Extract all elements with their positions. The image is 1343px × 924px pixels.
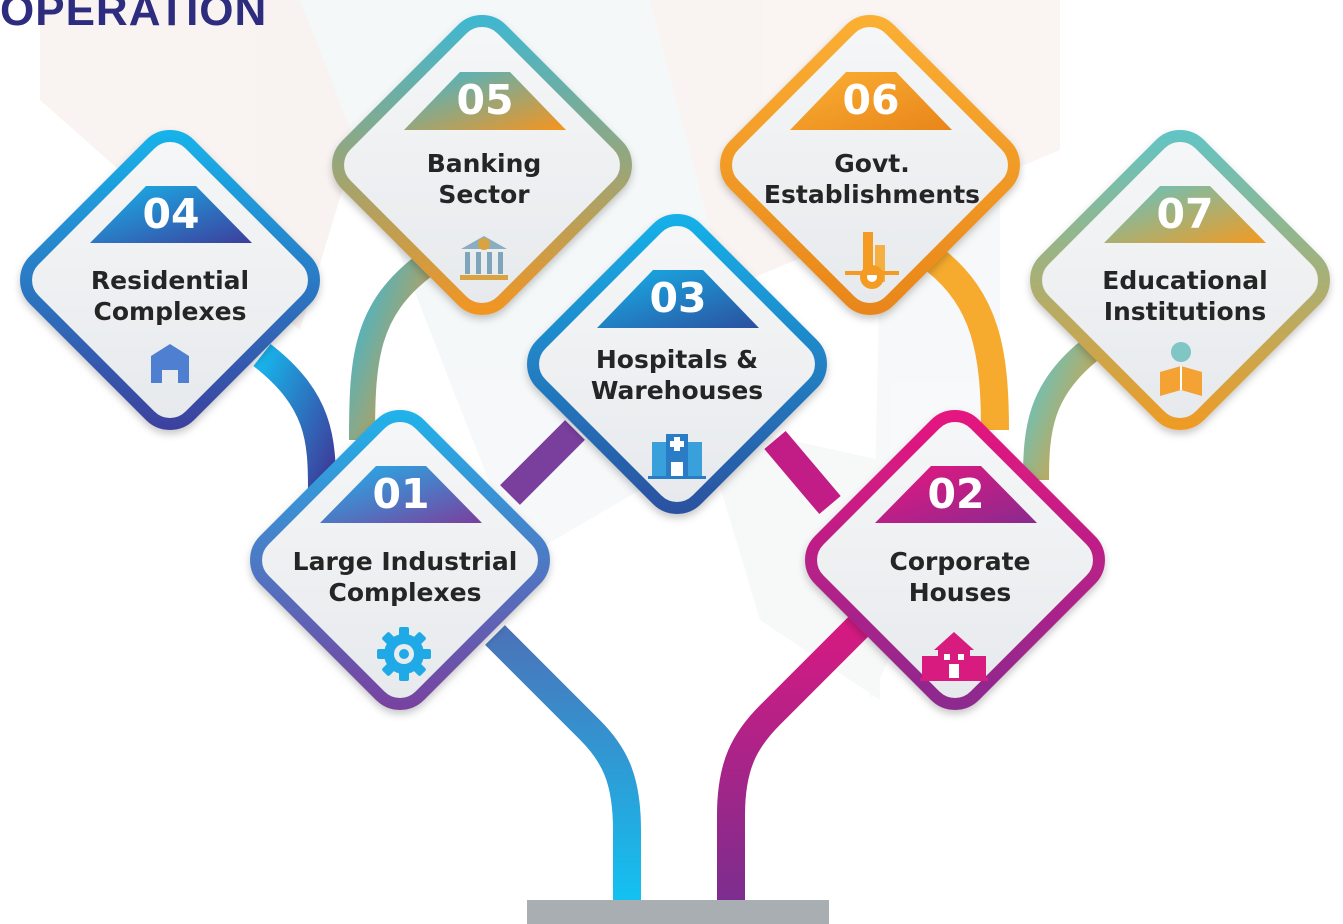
number-tab-02 <box>875 466 1037 523</box>
sector-label-05: Banking Sector <box>426 149 542 209</box>
branch-hospital-right <box>764 430 841 515</box>
branch-govt <box>925 249 1009 431</box>
tree-base <box>527 900 829 924</box>
number-tab-06 <box>790 72 952 130</box>
branch-residential <box>253 343 336 491</box>
corporate-building-icon <box>920 632 988 681</box>
sector-diamond-02 <box>805 410 1105 710</box>
stem-left <box>485 625 641 905</box>
sector-diamond-06 <box>720 15 1020 315</box>
sector-diamond-04 <box>20 130 320 430</box>
sector-number-04: 04 <box>142 190 200 238</box>
sector-number-03: 03 <box>649 274 707 322</box>
sector-diamond-05 <box>332 15 632 315</box>
branch-hospital-left <box>500 420 585 505</box>
sector-diamond-01 <box>250 410 550 710</box>
number-tab-04 <box>90 186 252 243</box>
number-tab-03 <box>597 270 759 328</box>
reading-student-icon <box>1160 342 1202 396</box>
branch-banking <box>349 254 433 441</box>
sector-number-07: 07 <box>1156 190 1214 238</box>
sector-label-02: Corporate Houses <box>889 547 1031 607</box>
sector-label-04: Residential Complexes <box>90 266 250 326</box>
number-tab-01 <box>320 466 482 523</box>
sector-label-03: Hospitals & Warehouses <box>590 345 764 405</box>
sector-label-01: Large Industrial Complexes <box>292 547 518 607</box>
government-building-icon <box>845 232 899 289</box>
page-title: OPERATION <box>0 0 268 35</box>
number-tabs <box>90 72 1266 523</box>
number-tab-05 <box>404 72 566 130</box>
sector-diamond-07 <box>1030 130 1330 430</box>
house-icon <box>151 344 189 383</box>
sector-number-02: 02 <box>927 470 985 518</box>
hospital-icon <box>648 434 706 479</box>
bank-icon <box>460 236 508 280</box>
sector-number-05: 05 <box>456 76 514 124</box>
number-tab-07 <box>1104 186 1266 243</box>
gear-icon <box>377 627 431 681</box>
sector-number-01: 01 <box>372 470 430 518</box>
branch-educational <box>1023 339 1099 481</box>
sector-label-06: Govt. Establishments <box>763 149 981 209</box>
sector-number-06: 06 <box>842 76 900 124</box>
sector-diamond-03 <box>527 214 827 514</box>
branch-connectors <box>253 249 1099 905</box>
sector-label-07: Educational Institutions <box>1102 266 1268 326</box>
stem-right <box>717 615 870 905</box>
